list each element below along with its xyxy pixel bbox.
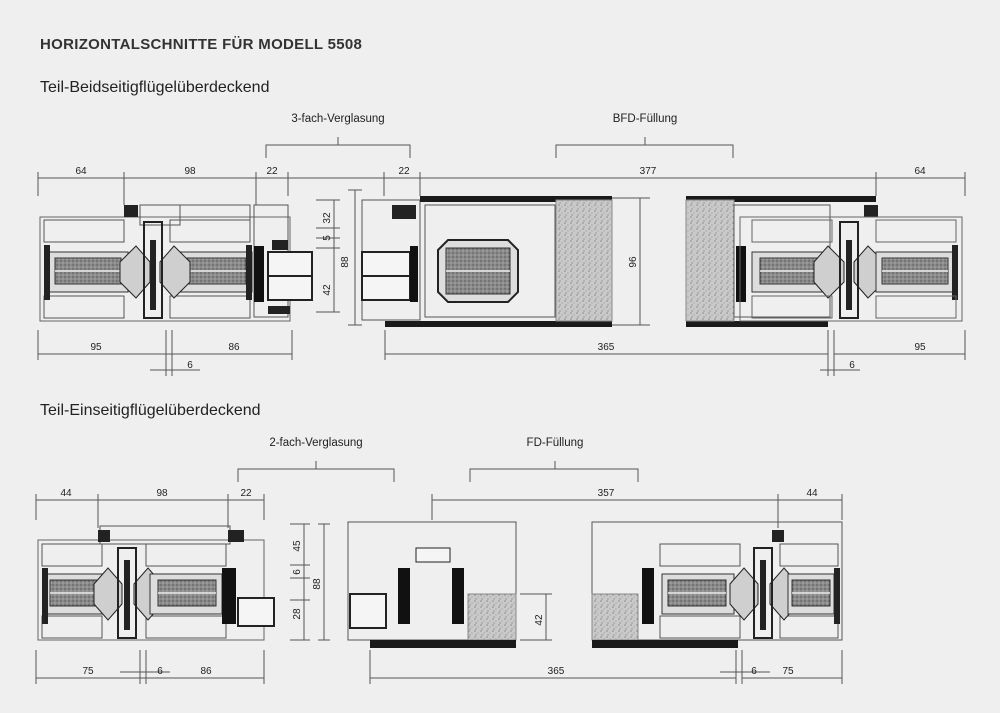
dim-lines-bottom-left-1 — [37, 330, 293, 376]
dim-lines-vertical-1 — [316, 189, 650, 326]
group-label: FD-Füllung — [527, 437, 584, 449]
dim-label: 22 — [266, 166, 278, 177]
dim-label: 95 — [914, 342, 926, 353]
section-heading-1: Teil-Beidseitigflügelüberdeckend — [40, 79, 270, 96]
dim-lines-bottom-right-2 — [369, 650, 843, 684]
dim-label: 44 — [60, 488, 72, 499]
section-1-drawing — [37, 137, 966, 376]
dim-label: 75 — [782, 666, 794, 677]
dim-label: 6 — [849, 360, 855, 371]
dim-label: 42 — [534, 614, 545, 626]
dim-lines-bottom-left-2 — [35, 650, 265, 684]
section-2-fills — [42, 530, 840, 648]
dim-label: 6 — [292, 569, 303, 575]
dim-label: 377 — [640, 166, 657, 177]
dim-label: 45 — [292, 540, 303, 552]
bracket-fuellung-2 — [469, 461, 639, 482]
dim-label: 22 — [398, 166, 410, 177]
section-heading-2: Teil-Einseitigflügelüberdeckend — [40, 402, 261, 419]
bracket-verglasung-2 — [237, 461, 395, 482]
group-label: BFD-Füllung — [613, 113, 678, 125]
dim-label: 96 — [628, 256, 639, 268]
bracket-verglasung-1 — [265, 137, 411, 158]
dim-label: 75 — [82, 666, 94, 677]
dim-label: 5 — [322, 235, 333, 241]
dim-label: 22 — [240, 488, 252, 499]
page-title: HORIZONTALSCHNITTE FÜR MODELL 5508 — [40, 36, 363, 53]
dim-label: 6 — [187, 360, 193, 371]
dim-label: 88 — [340, 256, 351, 268]
bracket-fuellung-1 — [555, 137, 734, 158]
dim-label: 64 — [914, 166, 926, 177]
dim-lines-top-left-2 — [35, 494, 265, 528]
dim-lines-vertical-2 — [290, 523, 552, 641]
dim-lines-bottom-right-1 — [384, 330, 966, 376]
dim-label: 357 — [598, 488, 615, 499]
dim-lines-top-right-2 — [431, 494, 843, 528]
dim-label: 44 — [806, 488, 818, 499]
dim-label: 88 — [312, 578, 323, 590]
dim-label: 98 — [156, 488, 168, 499]
dim-label: 28 — [292, 608, 303, 620]
section-2-labels: 2-fach-Verglasung FD-Füllung 44 98 22 35… — [60, 437, 818, 677]
section-2-drawing — [35, 461, 843, 684]
dim-label: 95 — [90, 342, 102, 353]
group-label: 3-fach-Verglasung — [291, 113, 384, 125]
dim-lines-top-1 — [37, 172, 966, 205]
dim-label: 98 — [184, 166, 196, 177]
dim-label: 365 — [598, 342, 615, 353]
section-1-frame-right — [739, 216, 963, 322]
section-1-labels: 3-fach-Verglasung BFD-Füllung 64 98 22 2… — [75, 113, 926, 371]
dim-label: 86 — [228, 342, 240, 353]
dim-label: 32 — [322, 212, 333, 224]
dim-label: 64 — [75, 166, 87, 177]
dim-label: 365 — [548, 666, 565, 677]
dim-label: 42 — [322, 284, 333, 296]
dim-label: 6 — [157, 666, 163, 677]
frame-left-outline-2 — [37, 539, 265, 641]
group-label: 2-fach-Verglasung — [269, 437, 362, 449]
dim-label: 6 — [751, 666, 757, 677]
section-1-fills — [44, 196, 958, 327]
dim-label: 86 — [200, 666, 212, 677]
